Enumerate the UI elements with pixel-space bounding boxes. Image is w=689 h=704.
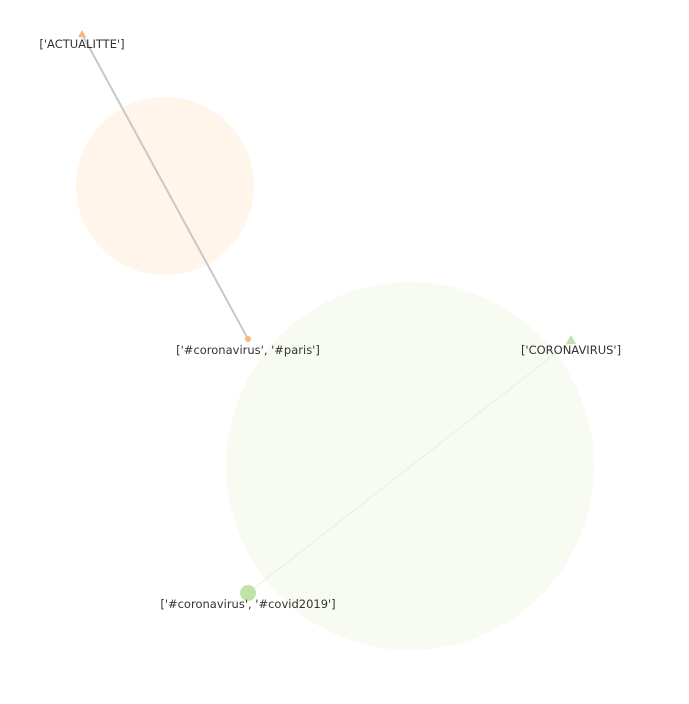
edge-coronavirus-covid2019 [247,341,571,594]
node-label-coronavirus-covid2019: ['#coronavirus', '#covid2019'] [160,597,335,611]
node-label-coronavirus: ['CORONAVIRUS'] [521,343,621,357]
edge-actualitte-paris [82,35,249,340]
node-coronavirus-covid2019-dot[interactable] [240,585,256,601]
node-actualitte-triangle [78,30,86,37]
node-label-coronavirus-paris: ['#coronavirus', '#paris'] [176,343,320,357]
cluster-green [226,282,594,650]
node-coronavirus-paris-dot [245,336,251,342]
node-coronavirus-triangle [566,335,576,344]
node-label-actualitte: ['ACTUALITTE'] [39,37,124,51]
